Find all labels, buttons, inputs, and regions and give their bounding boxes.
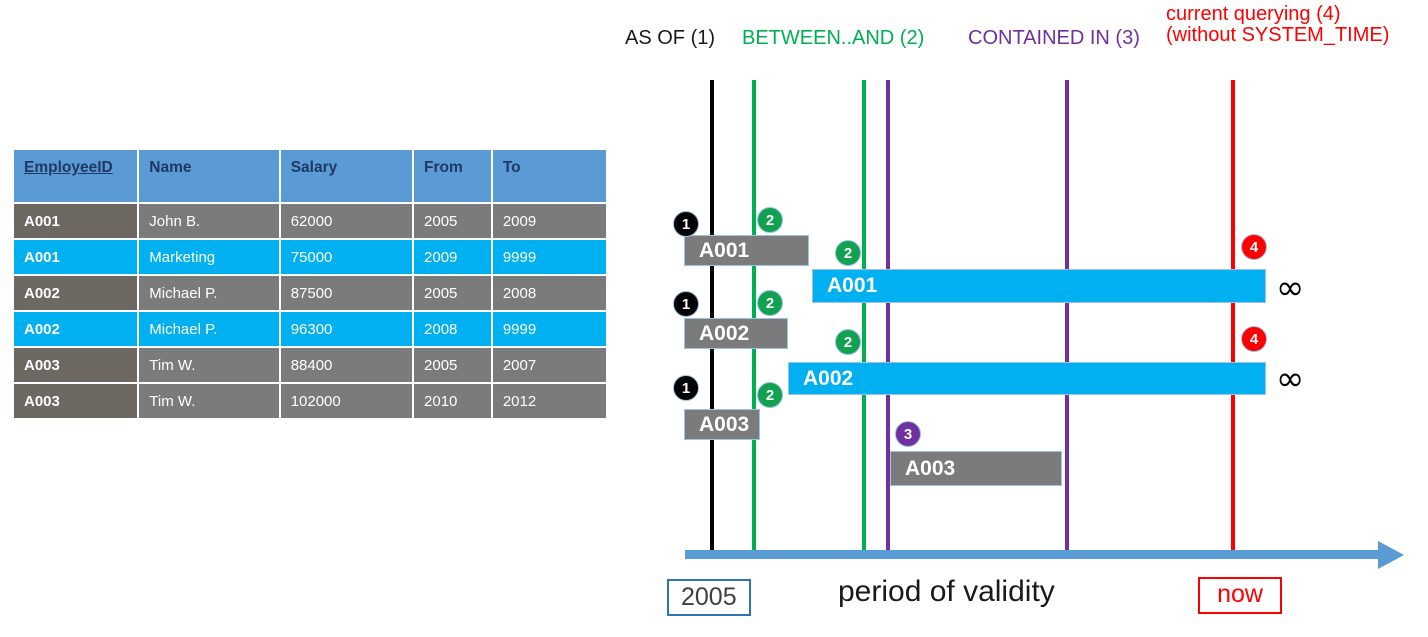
axis-end-label: now xyxy=(1198,577,1282,614)
table-row: A001 Marketing 75000 2009 9999 xyxy=(14,240,606,274)
column-header-from: From xyxy=(414,150,491,202)
cell-salary: 62000 xyxy=(280,204,413,238)
badge-2-a001-end: 2 xyxy=(835,240,861,266)
legend-as-of: AS OF (1) xyxy=(625,27,716,49)
cell-from: 2005 xyxy=(414,348,491,382)
badge-1-a002: 1 xyxy=(673,291,699,317)
cell-salary: 88400 xyxy=(280,348,413,382)
table-header-row: EmployeeID Name Salary From To xyxy=(14,150,606,202)
cell-to: 9999 xyxy=(492,240,606,274)
badge-3-a003: 3 xyxy=(895,421,921,447)
badge-4-a002: 4 xyxy=(1241,326,1267,352)
cell-from: 2010 xyxy=(414,384,491,418)
badge-2-a002-start: 2 xyxy=(757,290,783,316)
bar-a003-historic-2: A003 xyxy=(890,451,1062,486)
table-row: A002 Michael P. 96300 2008 9999 xyxy=(14,312,606,346)
axis-title: period of validity xyxy=(838,575,1055,608)
cell-name: Michael P. xyxy=(139,276,279,310)
legend-current-line1: current querying (4) xyxy=(1166,3,1341,25)
badge-1-a001: 1 xyxy=(673,211,699,237)
legend-contained-in: CONTAINED IN (3) xyxy=(968,27,1140,49)
infinity-icon-a002: ∞ xyxy=(1276,359,1305,399)
employee-history-table: EmployeeID Name Salary From To A001 John… xyxy=(12,148,608,420)
badge-2-a002-end: 2 xyxy=(835,329,861,355)
column-header-employeeid: EmployeeID xyxy=(14,150,138,202)
cell-from: 2008 xyxy=(414,312,491,346)
query-line-now xyxy=(1231,80,1235,558)
cell-salary: 96300 xyxy=(280,312,413,346)
bar-a001-historic: A001 xyxy=(684,235,809,266)
cell-salary: 75000 xyxy=(280,240,413,274)
cell-to: 2012 xyxy=(492,384,606,418)
table-row: A002 Michael P. 87500 2005 2008 xyxy=(14,276,606,310)
column-header-employeeid-label: EmployeeID xyxy=(24,159,113,176)
cell-name: Tim W. xyxy=(139,384,279,418)
table-row: A001 John B. 62000 2005 2009 xyxy=(14,204,606,238)
legend-current-querying: current querying (4) (without SYSTEM_TIM… xyxy=(1166,4,1389,46)
infinity-icon-a001: ∞ xyxy=(1276,268,1305,308)
cell-from: 2005 xyxy=(414,276,491,310)
query-line-between-end xyxy=(862,80,866,558)
arrow-right-icon xyxy=(1378,541,1404,569)
table-row: A003 Tim W. 88400 2005 2007 xyxy=(14,348,606,382)
bar-a002-current: A002 xyxy=(788,362,1266,395)
legend-current-line2: (without SYSTEM_TIME) xyxy=(1166,24,1390,46)
cell-from: 2005 xyxy=(414,204,491,238)
badge-2-a001-start: 2 xyxy=(757,207,783,233)
bar-a001-current: A001 xyxy=(812,269,1266,303)
cell-employeeid: A002 xyxy=(14,312,138,346)
column-header-to: To xyxy=(492,150,606,202)
cell-to: 2007 xyxy=(492,348,606,382)
cell-name: Tim W. xyxy=(139,348,279,382)
badge-4-a001: 4 xyxy=(1241,234,1267,260)
bar-a002-historic: A002 xyxy=(684,318,788,349)
cell-name: Marketing xyxy=(139,240,279,274)
cell-to: 2008 xyxy=(492,276,606,310)
cell-name: Michael P. xyxy=(139,312,279,346)
cell-employeeid: A001 xyxy=(14,240,138,274)
cell-salary: 87500 xyxy=(280,276,413,310)
bar-a003-historic-1: A003 xyxy=(684,409,760,440)
table-row: A003 Tim W. 102000 2010 2012 xyxy=(14,384,606,418)
timeline-axis xyxy=(685,550,1385,559)
badge-2-a003: 2 xyxy=(757,382,783,408)
cell-salary: 102000 xyxy=(280,384,413,418)
cell-to: 9999 xyxy=(492,312,606,346)
cell-employeeid: A003 xyxy=(14,348,138,382)
cell-to: 2009 xyxy=(492,204,606,238)
column-header-name: Name xyxy=(139,150,279,202)
cell-employeeid: A003 xyxy=(14,384,138,418)
cell-name: John B. xyxy=(139,204,279,238)
column-header-salary: Salary xyxy=(280,150,413,202)
cell-from: 2009 xyxy=(414,240,491,274)
cell-employeeid: A001 xyxy=(14,204,138,238)
query-line-contained-start xyxy=(886,80,890,558)
axis-start-label: 2005 xyxy=(667,579,751,616)
cell-employeeid: A002 xyxy=(14,276,138,310)
query-line-contained-end xyxy=(1065,80,1069,558)
badge-1-a003: 1 xyxy=(673,375,699,401)
legend-between-and: BETWEEN..AND (2) xyxy=(742,27,925,49)
